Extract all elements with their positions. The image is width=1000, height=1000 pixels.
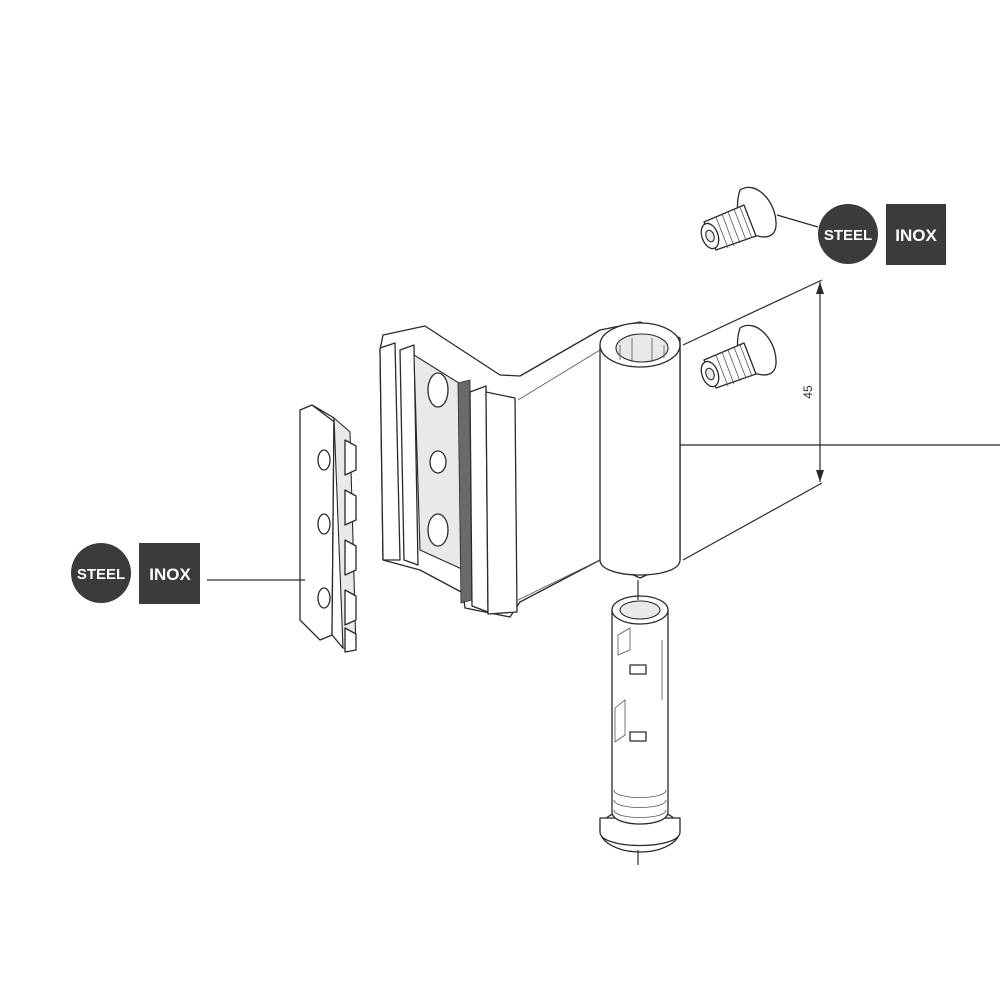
hinge-body [379, 321, 681, 618]
left-inox-badge: INOX [139, 543, 200, 604]
hinge-pin [599, 580, 681, 865]
top-inox-box [886, 204, 946, 265]
middle-screw [700, 324, 777, 389]
left-steel-label: STEEL [77, 566, 125, 583]
top-inox-label: INOX [895, 226, 937, 245]
top-steel-badge: STEEL [818, 204, 878, 264]
left-steel-circle [71, 543, 131, 603]
left-steel-badge: STEEL [71, 543, 131, 603]
upper-leader-line [776, 214, 819, 228]
dimension-45: 45 [682, 279, 824, 561]
clamping-plate [299, 404, 357, 653]
top-steel-label: STEEL [824, 227, 872, 244]
left-inox-box [139, 543, 200, 604]
top-inox-badge: INOX [886, 204, 946, 265]
left-inox-label: INOX [149, 565, 191, 584]
upper-screw [700, 186, 777, 251]
dimension-value: 45 [801, 385, 815, 399]
top-steel-circle [818, 204, 878, 264]
